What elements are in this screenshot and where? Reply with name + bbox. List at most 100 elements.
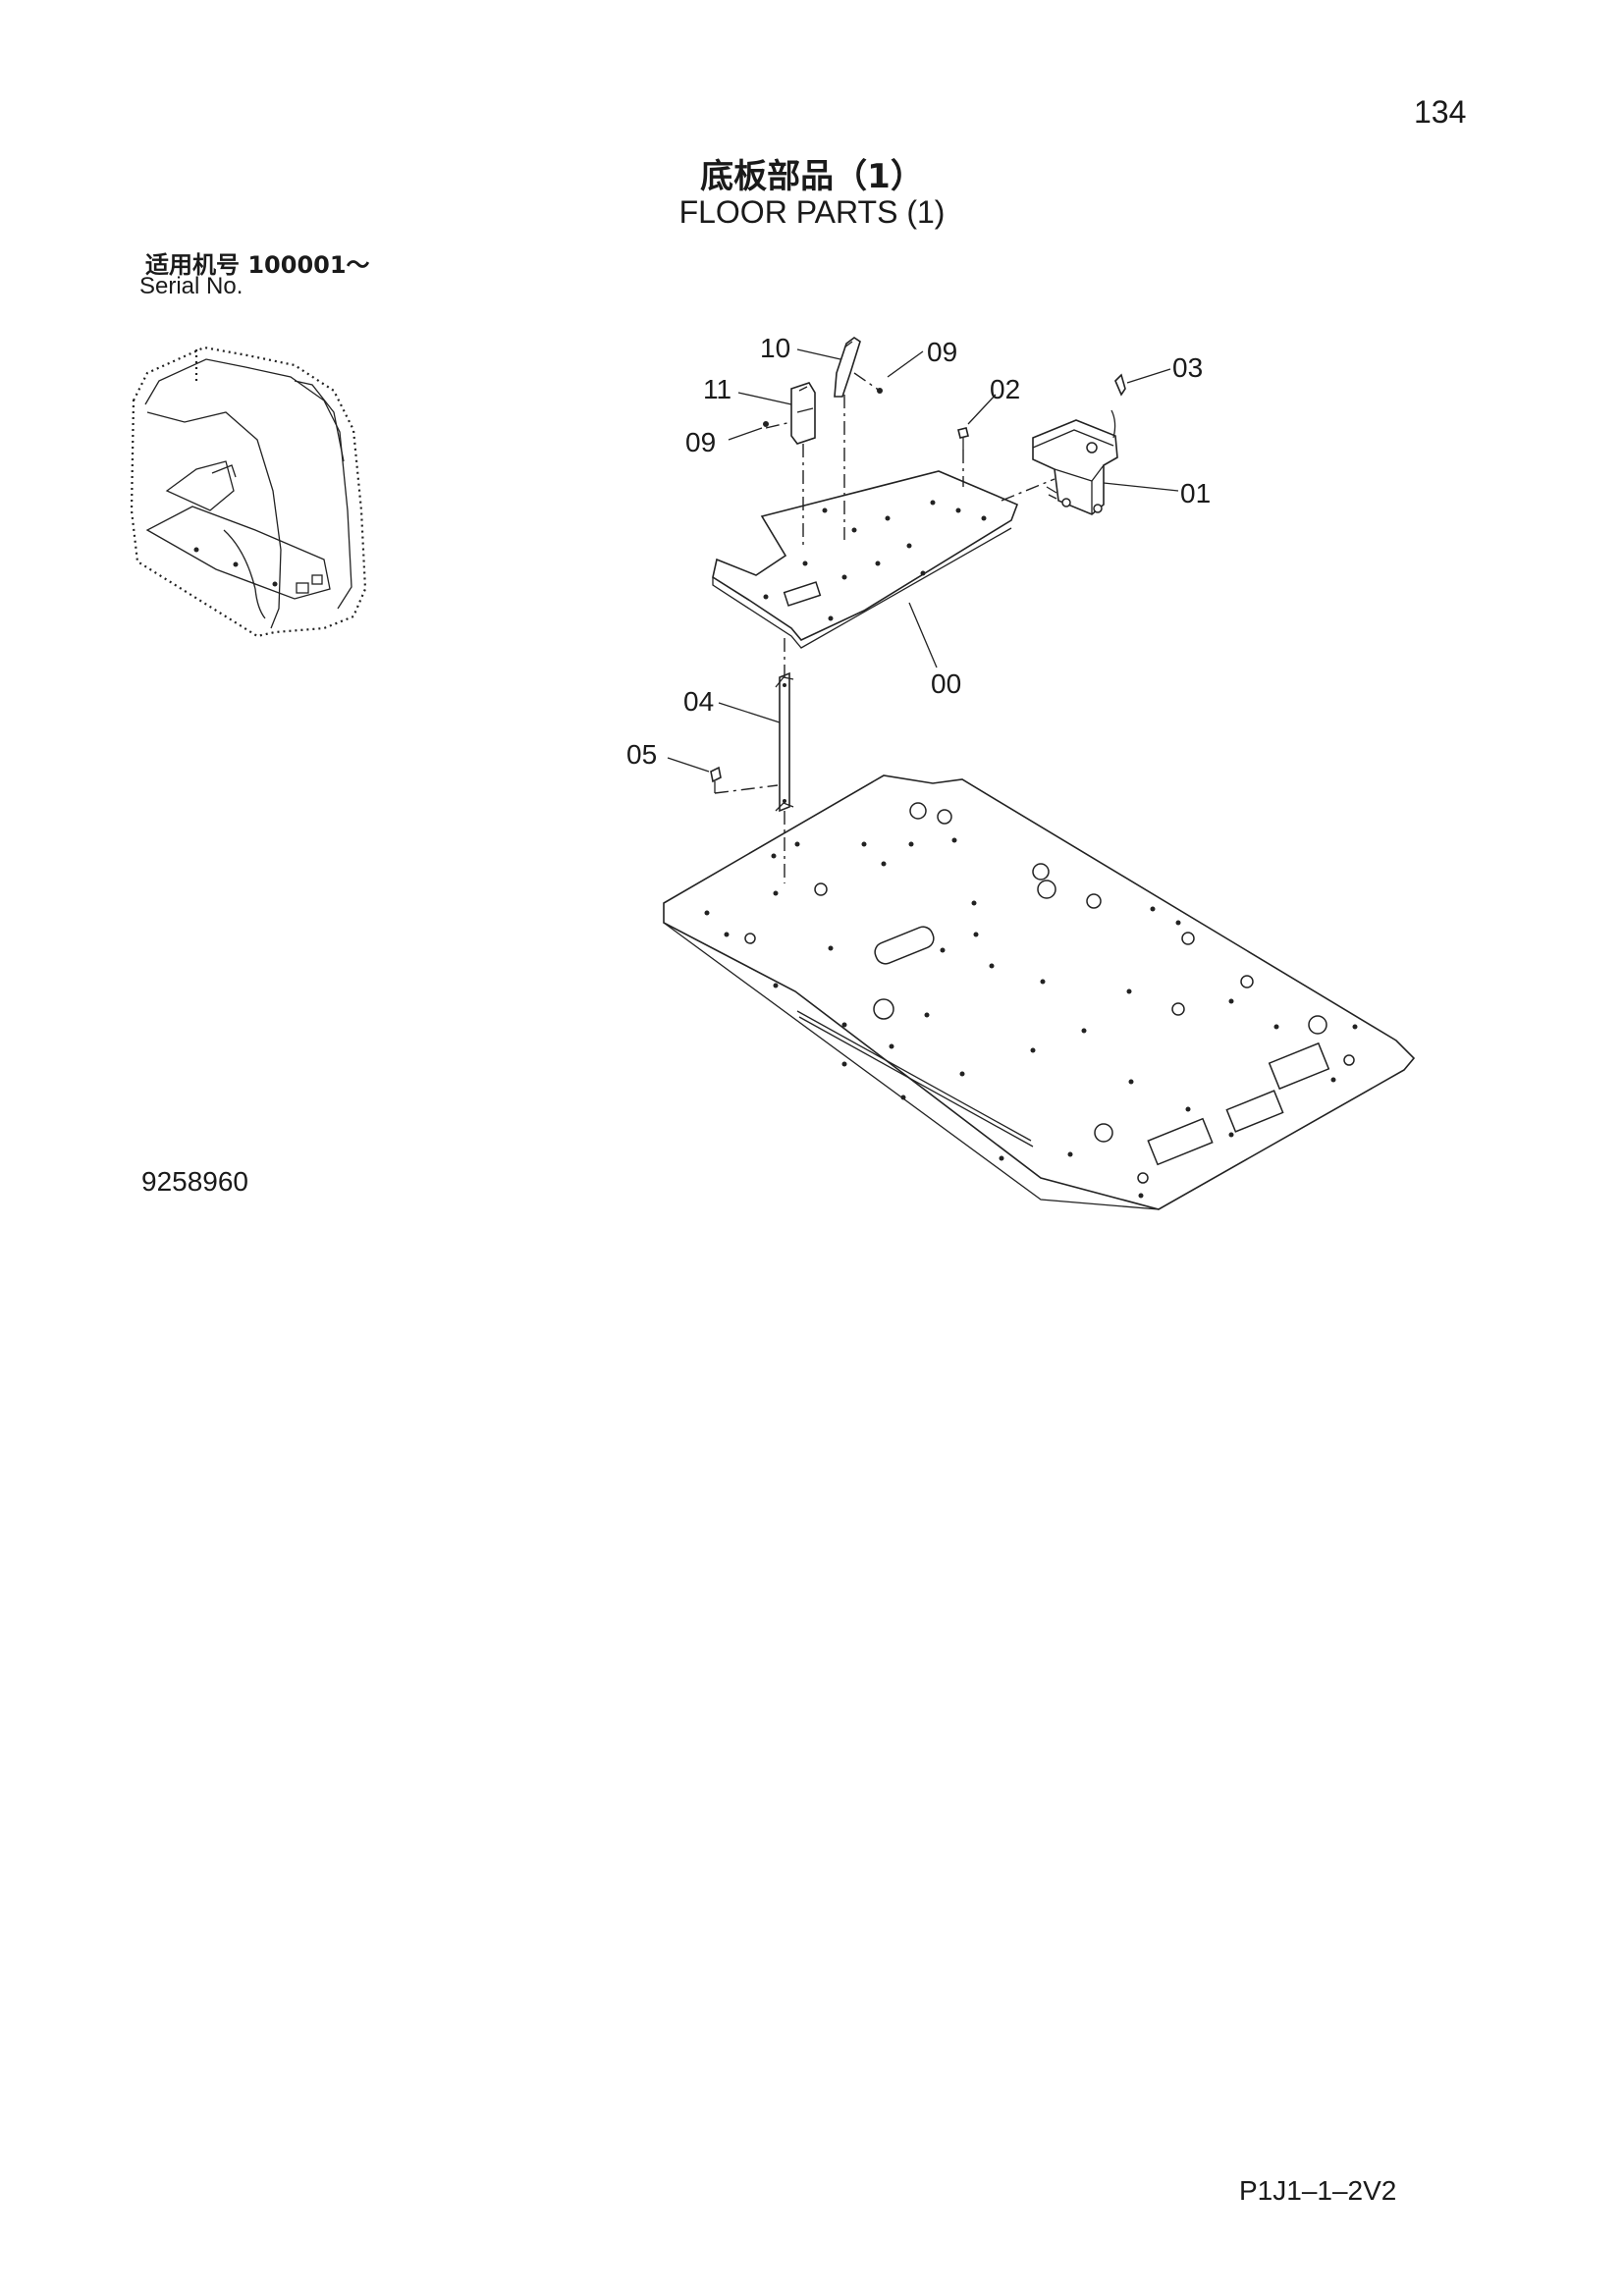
bolt-05-icon [710,766,722,783]
floor-plate-dot [1228,1132,1234,1138]
floor-plate-hole [1032,863,1050,881]
page-title-english: FLOOR PARTS (1) [678,194,946,230]
bracket-inner-edge [1054,464,1105,482]
bracket-10-outline [834,337,861,398]
floor-plate-hole [814,882,828,896]
floor-plate-dot [861,841,867,847]
stay-04 [775,671,794,813]
floor-plate-dot [1150,906,1156,912]
floor-plate-dot [889,1043,894,1049]
floor-plate-dot [959,1071,965,1077]
floor-plate-dot [1128,1079,1134,1085]
upper-plate-outline [712,470,1019,641]
leader-03 [1126,368,1171,384]
assembly-line [714,784,779,794]
floor-plate-lip [798,1016,1034,1148]
cab-seat-bracket [165,460,235,511]
cab-shell-outline [130,346,367,638]
callout-05: 05 [626,739,657,770]
leader-04 [718,702,781,723]
floor-plate-dot [1138,1193,1144,1199]
callout-labels: 10 09 11 09 02 03 01 00 04 05 [626,333,1211,770]
callout-10: 10 [760,333,790,363]
bolt-02 [957,427,969,450]
floor-plate-hole [1037,880,1056,899]
bolt-05 [710,766,722,793]
floor-plate-hole [1240,975,1254,988]
floor-plate-dot [828,945,834,951]
floor-plate-outline [663,774,1416,1210]
bracket-hole [1086,442,1098,454]
floor-plate-dot [773,890,779,896]
leader-11 [737,392,792,405]
leader-10 [796,348,841,360]
callout-02: 02 [990,374,1020,404]
floor-plate-dot [771,853,777,859]
floor-plate-dot [908,841,914,847]
cab-bracket-detail [211,464,237,478]
bracket-11 [790,382,816,445]
floor-plate-dot [1273,1024,1279,1030]
floor-plate-dot [794,841,800,847]
cab-roof-edge [294,380,345,462]
upper-plate-dot [802,561,808,566]
callout-04: 04 [683,686,714,717]
floor-plate-hole [937,809,952,825]
upper-plate-dot [906,543,912,549]
cab-floor [145,506,331,600]
floor-plate-dot [951,837,957,843]
floor-plate-dot [1126,988,1132,994]
cab-door-frame [146,411,282,629]
stay-04-hole [783,799,786,803]
assembly-lines [714,372,1056,883]
upper-plate-dot [763,594,769,600]
cab-floor-slot [311,574,323,585]
floor-plate-hole [1086,893,1102,909]
bracket-10-edge [843,341,853,348]
serial-label-english: Serial No. [139,273,244,299]
floor-plate-cutout [1225,1090,1284,1133]
floor-plate-dot [704,910,710,916]
leader-00 [908,602,938,668]
floor-plate-dot [724,932,730,937]
floor-plate-dot [881,861,887,867]
page-number: 134 [1414,94,1467,130]
bracket-top-edge [1032,429,1114,449]
upper-plate-dot [875,561,881,566]
floor-plate-hole [909,802,927,820]
stay-04-outline [779,671,790,813]
cab-floor-slot [296,582,309,594]
bracket-hole [1061,498,1071,507]
assembly-line [853,372,881,392]
floor-plate-dot [940,947,946,953]
cab-overview-illustration [130,346,367,638]
floor-plate-hole [744,933,756,944]
leader-09-upper [887,350,924,378]
cab-door-curve [223,529,266,619]
upper-plate-dot [828,615,834,621]
floor-plate-lip [796,1010,1032,1142]
upper-plate-edge [712,527,1012,649]
upper-plate-dot [981,515,987,521]
drawing-number: 9258960 [141,1166,249,1197]
floor-plate-dot [773,983,779,988]
upper-plate-dot [841,574,847,580]
floor-plate-dot [900,1095,906,1100]
floor-plate-slot [874,926,935,965]
floor-plate-dot [971,900,977,906]
pin-03-icon [1114,373,1126,397]
stay-04-ends [775,676,794,812]
floor-plate-hole [1181,932,1195,945]
main-floor-plate [663,774,1416,1210]
callout-09-lower: 09 [685,427,716,457]
serial-label-chinese: 适用机号 100001～ [145,251,370,279]
bracket-hole [1093,504,1103,513]
bracket-assembly [1032,373,1126,515]
floor-plate-hole [1137,1172,1149,1184]
floor-plate-hole [873,998,894,1020]
callout-leaders [667,348,1179,773]
callout-01: 01 [1180,478,1211,508]
pin-03-link [1110,409,1116,439]
upper-plate-dot [930,500,936,506]
callout-03: 03 [1172,352,1203,383]
